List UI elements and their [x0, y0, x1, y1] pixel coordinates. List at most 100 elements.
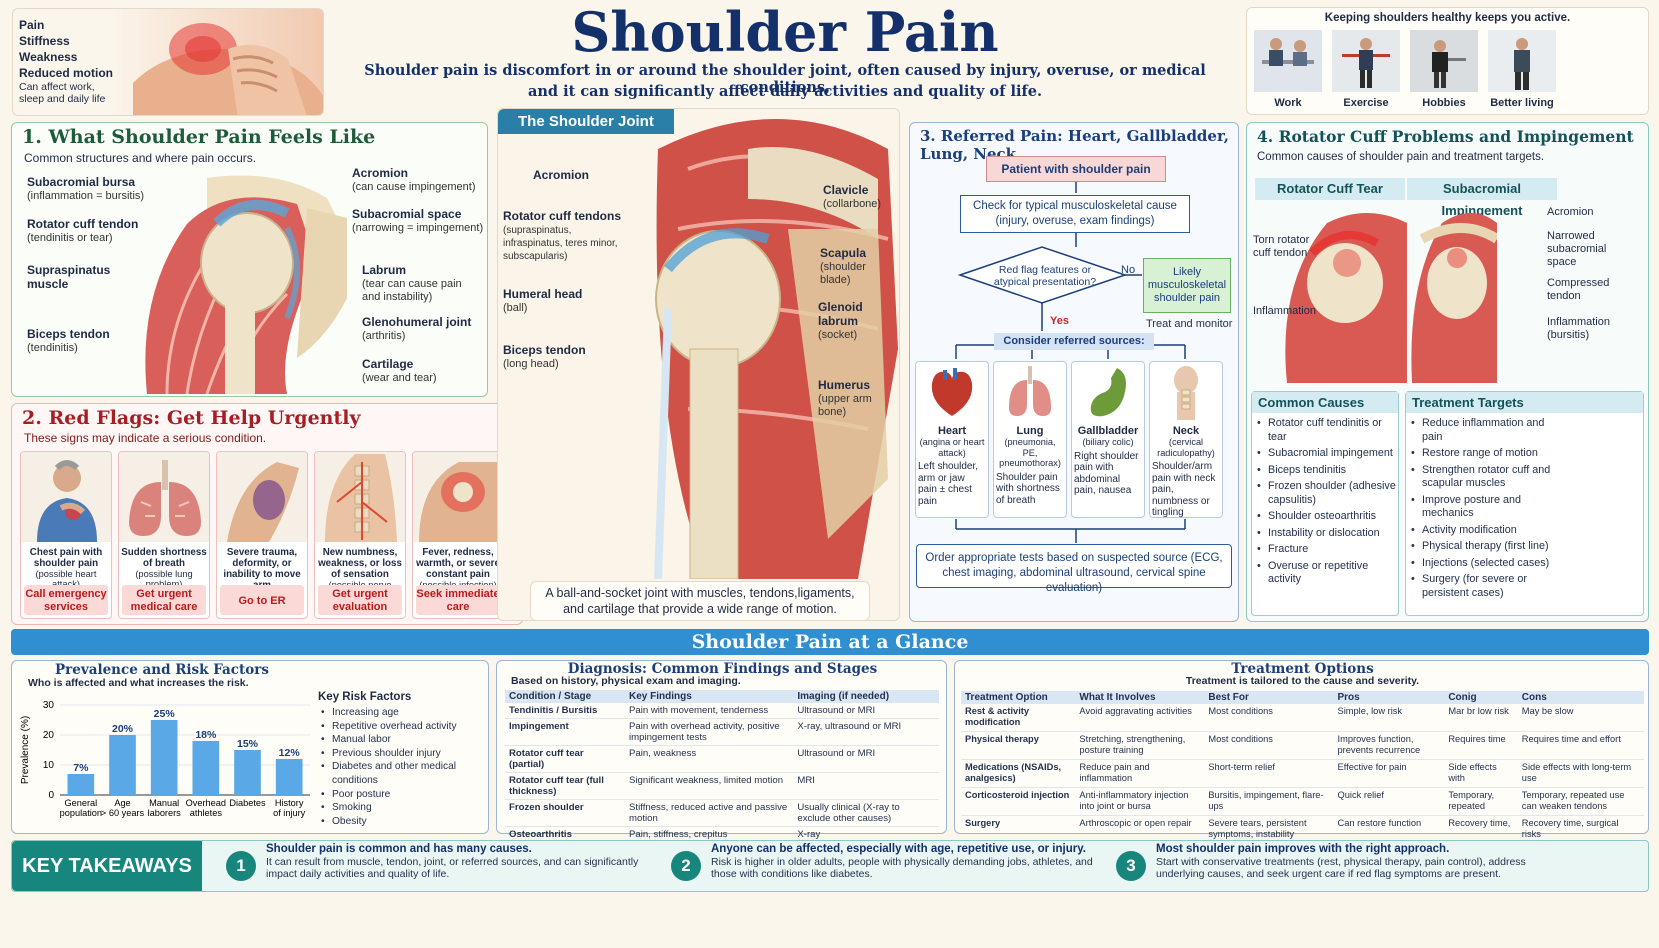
red-flag-card-chest-pain: Chest pain with shoulder pain(possible h… — [20, 451, 112, 619]
source-name: Heart — [937, 425, 967, 437]
shoulder-anatomy-illustration — [145, 175, 347, 394]
risk-factor-item: Repetitive overhead activity — [318, 720, 488, 734]
table-row: Rotator cuff tear (partial)Pain, weaknes… — [505, 745, 939, 773]
flow-order: Order appropriate tests based on suspect… — [916, 544, 1232, 594]
photo-hobbies: Hobbies — [1409, 30, 1479, 110]
bar — [109, 735, 136, 795]
red-flag-action: Go to ER — [220, 585, 304, 615]
x-tick-label: laborers — [148, 808, 182, 818]
joint-label-scapula: Scapula(shoulder blade) — [820, 246, 867, 287]
x-tick-label: population — [60, 808, 102, 818]
source-description: Shoulder/arm pain with neck pain, numbne… — [1152, 461, 1216, 518]
chest-pain-icon — [21, 452, 111, 547]
symptom-weakness: Weakness — [19, 50, 78, 64]
takeaway-number-badge: 3 — [1116, 851, 1146, 881]
prevalence-chart: Prevalence (%)01020307%Generalpopulation… — [20, 700, 310, 818]
target-item: Strengthen rotator cuff and scapular mus… — [1408, 464, 1554, 491]
flow-no: No — [1121, 264, 1136, 276]
takeaway-text: Most shoulder pain improves with the rig… — [1156, 843, 1547, 880]
joint-label-rotator-cuff-tendons: Rotator cuff tendons(supraspinatus, infr… — [503, 209, 621, 263]
diagnosis-subtitle: Based on history, physical exam and imag… — [511, 675, 741, 687]
severe-trauma-icon — [217, 452, 307, 547]
section-what-it-feels-like: 1. What Shoulder Pain Feels Like Common … — [11, 122, 488, 397]
table-cell: Impingement — [505, 718, 625, 746]
label-labrum: Labrum(tear can cause pain and instabili… — [362, 263, 462, 304]
risk-factor-item: Smoking — [318, 801, 488, 815]
symptom-reduced-motion: Reduced motion — [19, 66, 114, 80]
cause-item: Rotator cuff tendinitis or tear — [1254, 417, 1396, 444]
table-cell: Side effects with — [1444, 759, 1518, 788]
source-description: Left shoulder, arm or jaw pain ± chest p… — [918, 461, 979, 507]
bar-value-label: 15% — [237, 738, 259, 750]
glance-banner: Shoulder Pain at a Glance — [11, 629, 1649, 655]
section-1-title: 1. What Shoulder Pain Feels Like — [22, 126, 376, 148]
takeaway-heading: Anyone can be affected, especially with … — [711, 843, 1086, 855]
x-tick-label: Diabetes — [229, 798, 266, 808]
risk-factor-item: Increasing age — [318, 706, 488, 720]
red-flag-text: Fever, redness, warmth, or severe consta… — [416, 547, 500, 580]
label-tear-inflammation: Inflammation — [1253, 305, 1316, 317]
numbness-icon — [315, 452, 405, 547]
takeaway-detail: Risk is higher in older adults, people w… — [711, 856, 1093, 880]
photo-work: Work — [1253, 30, 1323, 110]
section-1-subtitle: Common structures and where pain occurs. — [24, 151, 257, 165]
column-header: Key Findings — [625, 690, 794, 703]
active-item-better-living: Better living — [1490, 97, 1554, 109]
cause-item: Overuse or repetitive activity — [1254, 560, 1396, 587]
table-cell: Rotator cuff tear (partial) — [505, 745, 625, 773]
active-item-hobbies: Hobbies — [1422, 97, 1466, 109]
label-glenohumeral-joint: Glenohumeral joint(arthritis) — [362, 315, 472, 343]
section-rotator-cuff: 4. Rotator Cuff Problems and Impingement… — [1246, 122, 1649, 622]
target-item: Injections (selected cases) — [1408, 557, 1554, 571]
shortness-of-breath-icon — [119, 452, 209, 547]
flow-check: Check for typical musculoskeletal cause … — [960, 195, 1190, 233]
section-3-title: 3. Referred Pain: Heart, Gallbladder, Lu… — [920, 127, 1230, 163]
table-cell: Most conditions — [1204, 704, 1334, 732]
prevalence-title: Prevalence and Risk Factors — [55, 662, 269, 678]
table-cell: Rest & activity modification — [961, 704, 1076, 732]
red-flag-action: Get urgent medical care — [122, 585, 206, 615]
table-cell: Temporary, repeated — [1444, 787, 1518, 816]
bar-value-label: 25% — [154, 708, 176, 720]
red-flag-text: Sudden shortness of breath — [121, 547, 207, 569]
source-cause: (angina or heart attack) — [919, 437, 985, 458]
fever-icon — [413, 452, 503, 547]
y-axis-label: Prevalence (%) — [20, 716, 31, 784]
table-cell: Ultrasound or MRI — [793, 703, 939, 719]
red-flag-card-shortness-of-breath: Sudden shortness of breath(possible lung… — [118, 451, 210, 619]
source-cause: (biliary colic) — [1082, 437, 1134, 447]
column-header: Condition / Stage — [505, 690, 625, 703]
label-subacromial-space: Subacromial space(narrowing = impingemen… — [352, 207, 484, 235]
section-prevalence: Prevalence and Risk Factors Who is affec… — [11, 660, 489, 834]
x-tick-label: Age — [114, 798, 130, 808]
table-cell: Stretching, strengthening, posture train… — [1075, 731, 1205, 760]
table-cell: May be slow — [1517, 704, 1644, 732]
table-cell: Rotator cuff tear (full thickness) — [505, 772, 625, 800]
gallbladder-icon — [1074, 364, 1142, 425]
red-flag-action: Call emergency services — [24, 585, 108, 615]
tear-header: Rotator Cuff Tear — [1255, 178, 1405, 200]
y-tick-label: 10 — [43, 760, 55, 771]
source-description: Right shoulder pain with abdominal pain,… — [1074, 450, 1139, 497]
flow-likely: Likely musculoskeletal shoulder pain — [1143, 258, 1231, 313]
risk-factor-item: Diabetes and other medical conditions — [318, 760, 488, 787]
table-cell: Reduce pain and inflammation — [1075, 759, 1205, 788]
flow-treat: Treat and monitor — [1146, 318, 1233, 330]
y-tick-label: 0 — [48, 790, 54, 801]
source-cause: (pneumonia, PE, pneumothorax) — [999, 437, 1061, 468]
source-description: Shoulder pain with shortness of breath — [996, 471, 1060, 506]
table-cell: Improves function, prevents recurrence — [1333, 731, 1445, 760]
lung-icon — [996, 364, 1064, 425]
red-flag-action: Get urgent evaluation — [318, 585, 402, 615]
bar — [150, 720, 178, 795]
bar-value-label: 18% — [195, 729, 217, 741]
target-item: Improve posture and mechanics — [1408, 494, 1554, 521]
prevalence-subtitle: Who is affected and what increases the r… — [28, 677, 249, 689]
label-supraspinatus: Supraspinatus muscle — [27, 263, 111, 291]
table-cell: Pain with overhead activity, positive im… — [625, 718, 794, 746]
